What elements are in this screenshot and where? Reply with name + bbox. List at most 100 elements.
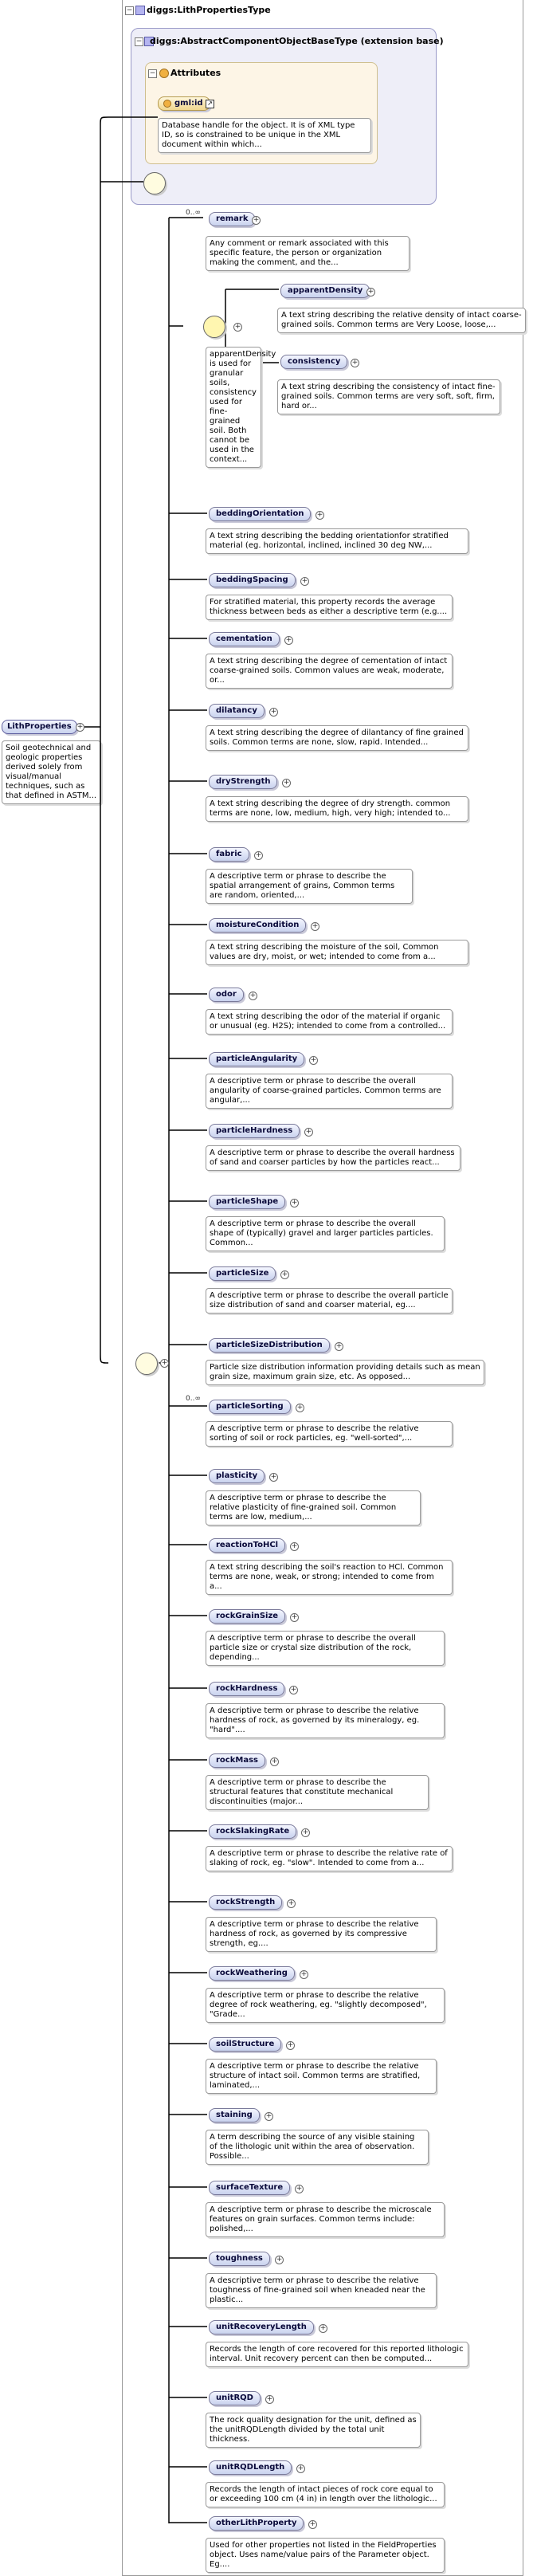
row2-connector <box>169 1544 207 1545</box>
remark-expand-plus[interactable]: + <box>252 216 261 225</box>
row2-connector <box>169 1759 207 1761</box>
element-fabric[interactable]: fabric <box>209 847 249 862</box>
remark-doc: Any comment or remark associated with th… <box>206 236 410 271</box>
element-expand-plus[interactable]: + <box>275 2256 284 2264</box>
row1-connector <box>169 579 207 580</box>
element-unit-r-q-d-length[interactable]: unitRQDLength <box>209 2460 292 2475</box>
element-expand-plus[interactable]: + <box>290 1199 299 1208</box>
root-element-lithproperties[interactable]: LithProperties <box>2 720 77 734</box>
element-expand-plus[interactable]: + <box>296 2464 305 2473</box>
choice-compositor-icon[interactable] <box>203 316 225 338</box>
element-bedding-orientation[interactable]: beddingOrientation <box>209 507 312 521</box>
element-expand-plus[interactable]: + <box>265 2395 274 2404</box>
apparent-density-expand-plus[interactable]: + <box>366 288 375 296</box>
element-reaction-to-h-cl[interactable]: reactionToHCl <box>209 1538 286 1553</box>
collapse-extension-toggle[interactable]: − <box>135 37 143 46</box>
element-cementation[interactable]: cementation <box>209 632 280 646</box>
element-consistency[interactable]: consistency <box>280 355 348 369</box>
element-expand-plus[interactable]: + <box>270 1757 279 1766</box>
element-expand-plus[interactable]: + <box>280 1270 289 1279</box>
collapse-attributes-toggle[interactable]: − <box>148 69 157 78</box>
element-apparent-density[interactable]: apparentDensity <box>280 284 370 298</box>
element-dry-strength[interactable]: dryStrength <box>209 775 278 789</box>
element-expand-plus[interactable]: + <box>295 2185 304 2193</box>
element-particle-size-distribution[interactable]: particleSizeDistribution <box>209 1338 330 1353</box>
element-expand-plus[interactable]: + <box>308 2520 317 2529</box>
element-moisture-condition[interactable]: moistureCondition <box>209 918 307 933</box>
row1-connector <box>169 512 207 514</box>
row1-connector <box>169 780 207 782</box>
element-rock-slaking-rate[interactable]: rockSlakingRate <box>209 1824 297 1839</box>
element-bedding-spacing[interactable]: beddingSpacing <box>209 573 296 587</box>
element-soil-structure[interactable]: soilStructure <box>209 2037 282 2052</box>
element-doc: A text string describing the soil's reac… <box>206 1560 453 1595</box>
attribute-icon <box>159 69 169 78</box>
collapse-type-toggle[interactable]: − <box>125 6 134 15</box>
element-expand-plus[interactable]: + <box>300 577 309 586</box>
element-expand-plus[interactable]: + <box>296 1404 304 1412</box>
root-expand-plus[interactable]: + <box>76 723 84 732</box>
extension-title: diggs:AbstractComponentObjectBaseType (e… <box>150 36 444 46</box>
element-rock-mass[interactable]: rockMass <box>209 1753 265 1768</box>
element-particle-shape[interactable]: particleShape <box>209 1195 286 1209</box>
element-expand-plus[interactable]: + <box>249 992 257 1000</box>
element-expand-plus[interactable]: + <box>290 1613 299 1622</box>
element-expand-plus[interactable]: + <box>289 1686 298 1694</box>
element-unit-recovery-length[interactable]: unitRecoveryLength <box>209 2320 314 2334</box>
apparent-density-doc: A text string describing the relative de… <box>277 308 526 333</box>
element-expand-plus[interactable]: + <box>304 1128 313 1137</box>
sequence-compositor-icon-main[interactable] <box>135 1353 158 1375</box>
element-expand-plus[interactable]: + <box>265 2112 273 2121</box>
element-expand-plus[interactable]: + <box>301 1828 310 1837</box>
element-rock-strength[interactable]: rockStrength <box>209 1895 283 1910</box>
sequence-expand-plus[interactable]: + <box>160 1359 169 1368</box>
element-expand-plus[interactable]: + <box>254 851 263 860</box>
element-surface-texture[interactable]: surfaceTexture <box>209 2181 291 2195</box>
element-remark[interactable]: remark <box>209 212 256 226</box>
element-expand-plus[interactable]: + <box>319 2324 327 2333</box>
element-odor[interactable]: odor <box>209 988 244 1002</box>
element-expand-plus[interactable]: + <box>300 1970 308 1979</box>
element-rock-hardness[interactable]: rockHardness <box>209 1682 285 1696</box>
element-particle-size[interactable]: particleSize <box>209 1266 276 1281</box>
element-expand-plus[interactable]: + <box>287 1899 296 1908</box>
row1-connector <box>169 1272 207 1274</box>
element-dilatancy[interactable]: dilatancy <box>209 704 265 718</box>
element-toughness[interactable]: toughness <box>209 2252 270 2266</box>
row2-connector <box>169 1901 207 1903</box>
element-particle-sorting[interactable]: particleSorting <box>209 1400 291 1414</box>
row1-connector <box>169 853 207 854</box>
element-expand-plus[interactable]: + <box>286 2041 295 2050</box>
element-expand-plus[interactable]: + <box>284 636 293 645</box>
element-rock-weathering[interactable]: rockWeathering <box>209 1966 295 1981</box>
element-expand-plus[interactable]: + <box>311 922 319 931</box>
element-rock-grain-size[interactable]: rockGrainSize <box>209 1609 286 1624</box>
element-expand-plus[interactable]: + <box>335 1342 343 1351</box>
element-doc: A text string describing the bedding ori… <box>206 528 468 554</box>
element-expand-plus[interactable]: + <box>269 1473 278 1482</box>
element-staining[interactable]: staining <box>209 2108 260 2122</box>
complex-type-icon <box>135 6 145 15</box>
row2-connector <box>169 2326 207 2327</box>
element-doc: A descriptive term or phrase to describe… <box>206 1631 445 1666</box>
element-other-lith-property[interactable]: otherLithProperty <box>209 2516 304 2531</box>
row2-connector <box>169 1972 207 1973</box>
element-particle-angularity[interactable]: particleAngularity <box>209 1052 305 1066</box>
element-plasticity[interactable]: plasticity <box>209 1469 265 1483</box>
element-expand-plus[interactable]: + <box>315 511 324 520</box>
element-expand-plus[interactable]: + <box>309 1056 318 1065</box>
element-expand-plus[interactable]: + <box>282 779 291 787</box>
element-expand-plus[interactable]: + <box>290 1542 299 1551</box>
choice-expand-plus[interactable]: + <box>233 323 242 332</box>
element-particle-hardness[interactable]: particleHardness <box>209 1124 300 1138</box>
extension-type-icon <box>144 37 154 46</box>
sequence-compositor-icon[interactable] <box>143 172 166 194</box>
consistency-expand-plus[interactable]: + <box>351 359 359 367</box>
element-expand-plus[interactable]: + <box>269 708 278 717</box>
row1-connector <box>169 709 207 711</box>
element-doc: A text string describing the odor of the… <box>206 1009 453 1035</box>
element-unit-r-q-d[interactable]: unitRQD <box>209 2391 261 2405</box>
link-arrow-icon[interactable]: ↗ <box>206 100 214 108</box>
element-doc: A descriptive term or phrase to describe… <box>206 2059 437 2094</box>
row2-connector <box>169 1475 207 1476</box>
